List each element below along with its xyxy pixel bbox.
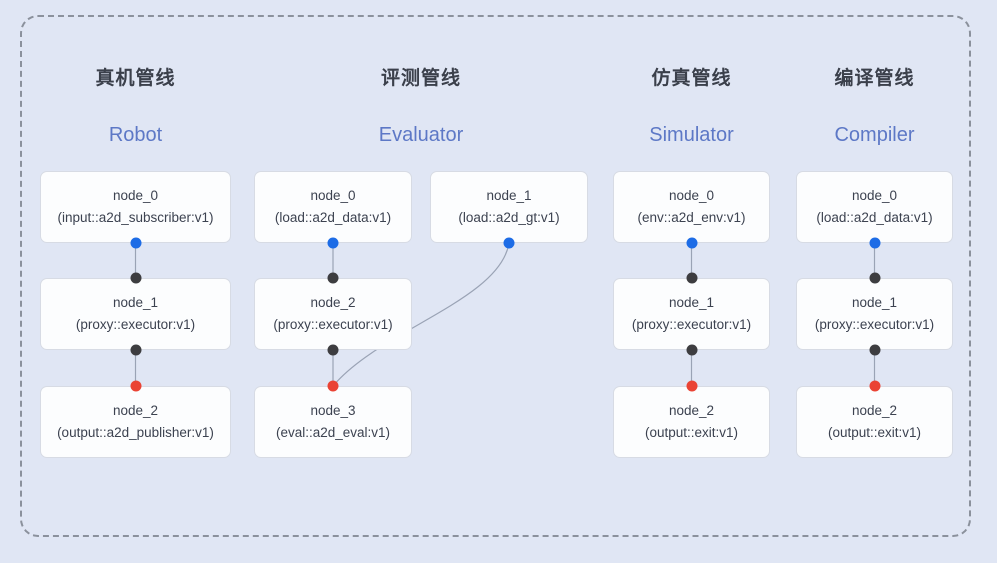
node-card-robot-node2: node_2 (output::a2d_publisher:v1) xyxy=(40,386,231,458)
node-type: (env::a2d_env:v1) xyxy=(637,210,746,225)
black-port-dot xyxy=(686,272,697,284)
node-card-simulator-node2: node_2 (output::exit:v1) xyxy=(613,386,770,458)
node-name: node_2 xyxy=(310,295,356,310)
node-type: (eval::a2d_eval:v1) xyxy=(275,425,391,440)
node-name: node_1 xyxy=(668,295,715,310)
red-port-dot xyxy=(686,380,697,392)
node-card-evaluator-node1: node_1 (load::a2d_gt:v1) xyxy=(430,171,588,243)
red-port-dot xyxy=(869,380,880,392)
dashed-frame xyxy=(20,15,971,537)
blue-port-dot xyxy=(503,237,515,249)
node-card-simulator-node1: node_1 (proxy::executor:v1) xyxy=(613,278,770,350)
red-port-dot xyxy=(130,380,141,392)
blue-port-dot xyxy=(869,237,880,249)
pipeline-title-en-robot: Robot xyxy=(108,124,163,146)
pipeline-title-cn-simulator: 仿真管线 xyxy=(651,68,732,89)
node-type: (load::a2d_data:v1) xyxy=(816,210,933,225)
node-card-evaluator-node2: node_2 (proxy::executor:v1) xyxy=(254,278,412,350)
node-name: node_1 xyxy=(112,295,159,310)
node-card-evaluator-node3: node_3 (eval::a2d_eval:v1) xyxy=(254,386,412,458)
node-type: (load::a2d_data:v1) xyxy=(274,210,392,225)
node-card-compiler-node0: node_0 (load::a2d_data:v1) xyxy=(796,171,953,243)
node-type: (load::a2d_gt:v1) xyxy=(458,210,560,225)
pipeline-title-en-simulator: Simulator xyxy=(649,124,734,146)
black-port-dot xyxy=(327,272,339,284)
node-type: (proxy::executor:v1) xyxy=(631,317,752,332)
node-type: (output::exit:v1) xyxy=(827,425,922,440)
edge-eval-1-3-curve xyxy=(332,242,510,387)
node-name: node_0 xyxy=(310,188,356,203)
node-name: node_1 xyxy=(851,295,898,310)
black-port-dot xyxy=(327,344,339,356)
node-name: node_2 xyxy=(851,403,898,418)
pipeline-title-en-evaluator: Evaluator xyxy=(378,124,464,146)
node-name: node_2 xyxy=(668,403,715,418)
blue-port-dot xyxy=(327,237,339,249)
node-name: node_2 xyxy=(112,403,159,418)
black-port-dot xyxy=(869,272,880,284)
black-port-dot xyxy=(130,344,141,356)
red-port-dot xyxy=(327,380,339,392)
node-type: (proxy::executor:v1) xyxy=(814,317,935,332)
node-card-compiler-node1: node_1 (proxy::executor:v1) xyxy=(796,278,953,350)
node-card-simulator-node0: node_0 (env::a2d_env:v1) xyxy=(613,171,770,243)
black-port-dot xyxy=(686,344,697,356)
black-port-dot xyxy=(130,272,141,284)
node-name: node_0 xyxy=(112,188,159,203)
node-type: (proxy::executor:v1) xyxy=(273,317,393,332)
black-port-dot xyxy=(869,344,880,356)
node-name: node_1 xyxy=(486,188,532,203)
node-type: (output::exit:v1) xyxy=(644,425,739,440)
blue-port-dot xyxy=(130,237,141,249)
node-name: node_0 xyxy=(851,188,898,203)
pipeline-title-en-compiler: Compiler xyxy=(834,124,915,146)
node-type: (proxy::executor:v1) xyxy=(75,317,196,332)
pipeline-title-cn-evaluator: 评测管线 xyxy=(380,68,462,89)
node-card-robot-node0: node_0 (input::a2d_subscriber:v1) xyxy=(40,171,231,243)
node-name: node_0 xyxy=(668,188,715,203)
node-card-evaluator-node0: node_0 (load::a2d_data:v1) xyxy=(254,171,412,243)
pipeline-title-cn-compiler: 编译管线 xyxy=(834,68,915,89)
node-type: (input::a2d_subscriber:v1) xyxy=(57,210,214,225)
node-type: (output::a2d_publisher:v1) xyxy=(57,425,214,440)
node-card-compiler-node2: node_2 (output::exit:v1) xyxy=(796,386,953,458)
blue-port-dot xyxy=(686,237,697,249)
node-card-robot-node1: node_1 (proxy::executor:v1) xyxy=(40,278,231,350)
node-name: node_3 xyxy=(310,403,356,418)
pipeline-title-cn-robot: 真机管线 xyxy=(95,68,176,89)
